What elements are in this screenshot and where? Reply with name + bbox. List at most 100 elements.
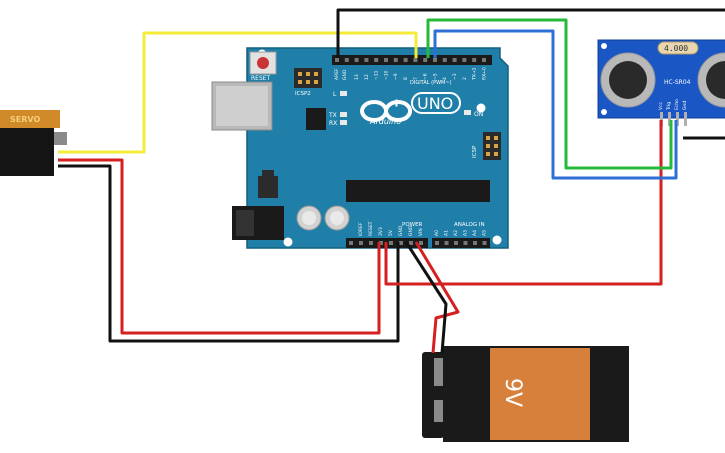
header-pin-hole: [403, 58, 408, 62]
servo-motor: SERVO: [0, 110, 67, 176]
l-label: L: [333, 91, 337, 98]
analog-pin-label: A1: [444, 230, 450, 236]
wire-sensor-ground: [336, 8, 725, 58]
battery-terminal-snap: [434, 358, 444, 386]
header-pin-hole: [482, 58, 486, 62]
digital-pin-label: ~6: [423, 73, 429, 80]
power-pin-label: IOREF: [358, 222, 364, 236]
header-pin-hole: [344, 58, 349, 62]
digital-pin-label: 13: [354, 74, 360, 80]
sensor-pin: [668, 112, 671, 126]
sensor-hole: [601, 43, 607, 49]
receiver-mesh: [706, 61, 725, 99]
transmitter-mesh: [609, 61, 647, 99]
minus-icon: [368, 102, 375, 104]
wire-sensor-trig: [426, 18, 673, 170]
header-pin-hole: [442, 58, 447, 62]
power-pin-label: GND: [398, 225, 404, 236]
power-pin-label: 5V: [388, 229, 394, 236]
digital-pin-label: ~3: [452, 73, 458, 80]
digital-pin-label: 4: [442, 77, 448, 80]
battery-dark-band: [590, 347, 628, 441]
wire-servo-power: [58, 158, 381, 335]
header-pin-hole: [354, 58, 359, 62]
wire-servo-signal: [58, 31, 418, 154]
icsp2-label: ICSP2: [295, 91, 311, 97]
header-pin-hole: [364, 58, 369, 62]
tx-label: TX: [328, 112, 337, 119]
reset-label: RESET: [251, 75, 271, 82]
power-pin-label: RESET: [368, 221, 374, 236]
digital-pin-label: 12: [364, 74, 370, 80]
sensor-pin-label: Echo: [674, 99, 680, 110]
battery-terminal-snap: [434, 400, 444, 422]
aref-label: AREF: [334, 68, 340, 80]
header-pin-hole: [462, 58, 467, 62]
servo-body: [0, 128, 54, 176]
dc-power-jack-opening: [236, 210, 254, 236]
wire-sensor-vcc: [384, 120, 663, 286]
digital-pin-label: 7: [413, 77, 419, 80]
analog-pin-label: A5: [482, 230, 488, 236]
header-pin-hole: [389, 241, 393, 245]
analog-header: [432, 238, 490, 248]
digital-pin-label: 2: [462, 77, 468, 80]
header-pin-hole: [472, 58, 477, 62]
voltage-regulator: [258, 176, 278, 198]
digital-pin-label: ~11: [374, 70, 380, 80]
gnd-label: GND: [342, 69, 348, 80]
usb-controller-chip: [306, 108, 326, 130]
battery-9v: 9V: [422, 346, 629, 442]
header-pin-hole: [413, 58, 418, 62]
header-pin-hole: [349, 241, 353, 245]
icsp2-header: [294, 68, 322, 88]
sensor-pin: [684, 112, 687, 126]
tx-led: [340, 112, 347, 117]
header-pin-hole: [393, 58, 398, 62]
sensor-pin: [676, 112, 679, 126]
wire-battery-positive: [414, 241, 460, 354]
wire-sensor-echo: [433, 29, 678, 180]
icsp-header: [483, 132, 501, 160]
regulator-tab: [262, 170, 274, 176]
header-pin-hole: [409, 241, 413, 245]
sensor-hole: [601, 109, 607, 115]
crystal: [657, 41, 699, 55]
analog-pin-label: A0: [434, 230, 440, 236]
atmega-chip: [346, 180, 490, 202]
l-led: [340, 91, 347, 96]
wire-servo-ground: [58, 164, 400, 343]
sensor-pin-label: Vcc: [658, 101, 664, 110]
sensor-pin-label: Trig: [666, 102, 672, 111]
sensor-pin-label: Gnd: [682, 101, 688, 110]
header-pin-hole: [374, 58, 379, 62]
reset-button-cap[interactable]: [257, 57, 269, 69]
battery-label: 9V: [500, 378, 525, 407]
arduino-logo: [360, 99, 413, 122]
uno-label: UNO: [417, 94, 453, 113]
header-pin-hole: [433, 58, 437, 62]
power-pin-label: VIN: [418, 228, 424, 236]
mounting-hole: [492, 235, 502, 245]
header-pin-hole: [454, 241, 458, 245]
digital-pin-label: TX→1: [472, 67, 478, 81]
power-pin-label: GND: [408, 225, 414, 236]
mounting-hole: [476, 103, 486, 113]
uno-badge: [411, 92, 461, 114]
icsp-label: ICSP: [472, 145, 478, 158]
capacitor-top: [302, 211, 316, 225]
sensor-pin: [660, 112, 663, 126]
header-pin-hole: [482, 241, 487, 245]
header-pin-hole: [435, 241, 439, 245]
rx-label: RX: [329, 120, 337, 127]
capacitor-top: [330, 211, 344, 225]
servo-shaft: [54, 132, 67, 145]
usb-connector-inner: [216, 86, 268, 126]
servo-label: SERVO: [10, 115, 40, 124]
